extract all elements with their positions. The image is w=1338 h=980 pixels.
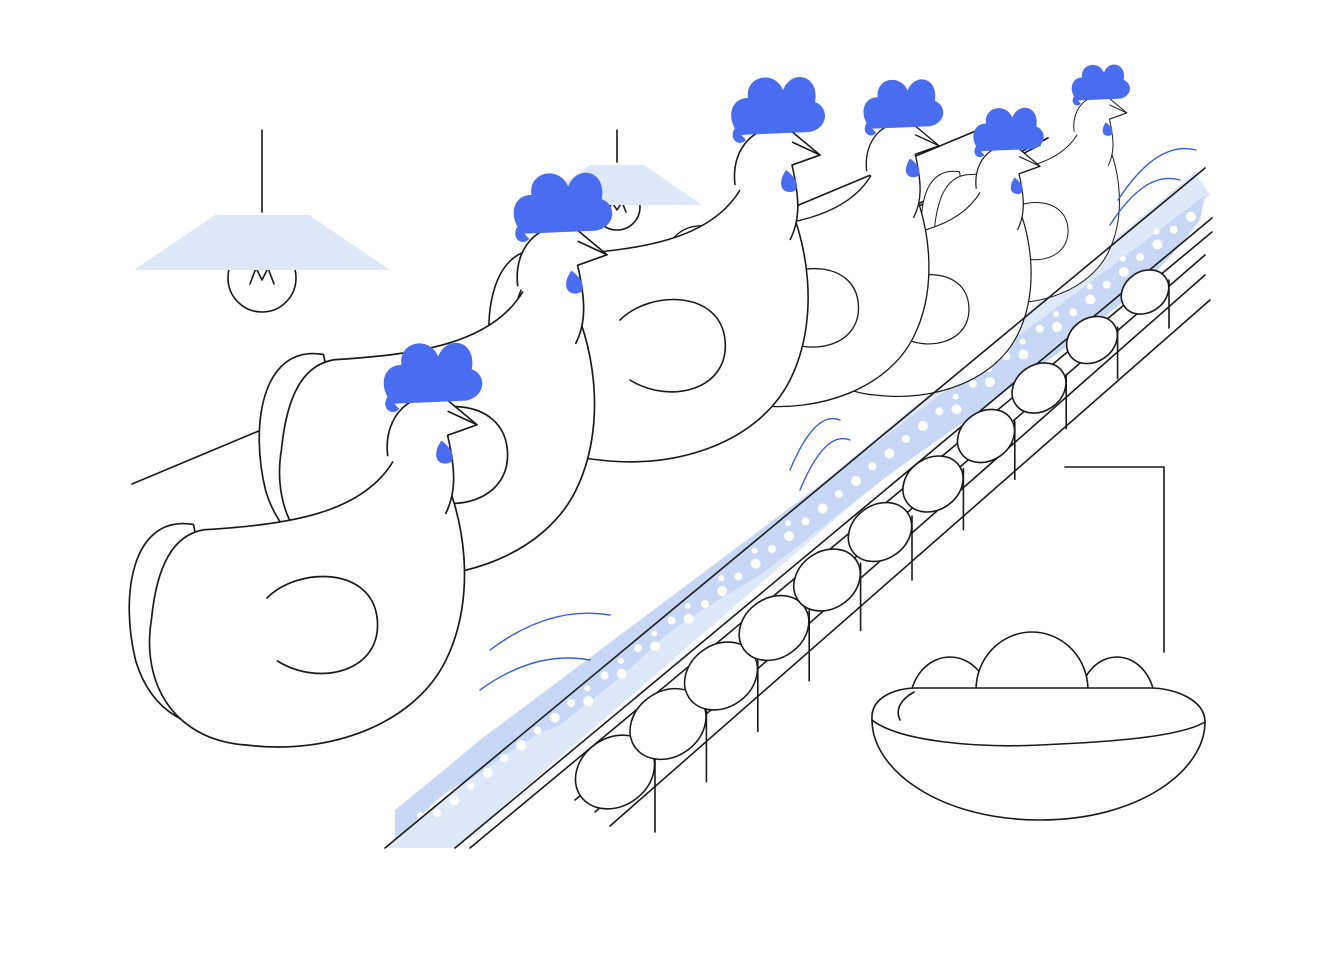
feed-pellet xyxy=(1053,311,1060,318)
feed-pellet xyxy=(834,489,843,498)
feed-pellet xyxy=(684,602,691,609)
feed-pellet xyxy=(667,616,676,625)
feed-pellet xyxy=(767,544,776,553)
egg-basket xyxy=(871,631,1206,821)
feed-pellet xyxy=(600,671,609,680)
feed-pellet xyxy=(433,809,442,818)
conveyor-egg xyxy=(1120,269,1170,315)
feed-pellet xyxy=(634,644,643,653)
feed-pellet xyxy=(1102,280,1111,289)
feed-pellet xyxy=(919,421,926,428)
feed-pellet xyxy=(616,668,627,679)
feed-pellet xyxy=(784,531,795,542)
feed-pellet xyxy=(901,434,910,443)
feed-pellet xyxy=(650,641,661,652)
feed-pellet xyxy=(1085,294,1096,305)
feed-pellet xyxy=(584,685,591,692)
feed-pellet xyxy=(968,379,977,388)
feed-pellet xyxy=(1153,228,1160,235)
feed-pellet xyxy=(1169,225,1178,234)
conveyor-egg xyxy=(1065,315,1119,365)
motion-mark xyxy=(489,612,611,651)
feed-pellet xyxy=(533,726,542,735)
feed-pellet xyxy=(984,376,995,387)
feed-pellet xyxy=(852,476,859,483)
feed-pellet xyxy=(550,712,557,719)
feed-pellet xyxy=(868,462,877,471)
feed-pellet xyxy=(1152,239,1163,250)
hen xyxy=(128,342,483,748)
feed-pellet xyxy=(1187,212,1193,218)
feed-pellet xyxy=(717,586,728,597)
feed-pellet xyxy=(750,558,761,569)
feed-pellet xyxy=(734,572,743,581)
feed-pellet xyxy=(818,503,825,510)
hens-group xyxy=(128,64,1197,748)
motion-mark xyxy=(799,438,851,491)
motion-mark xyxy=(1117,147,1197,201)
feed-pellet xyxy=(801,517,810,526)
motion-mark xyxy=(1109,177,1181,226)
feed-pellet xyxy=(751,547,758,554)
feed-pellet xyxy=(952,393,959,400)
pendant-lamp-icon xyxy=(134,129,390,313)
conveyor-egg xyxy=(792,548,862,612)
feed-pellet xyxy=(500,754,509,763)
motion-mark xyxy=(479,657,591,691)
feed-pellet xyxy=(567,699,576,708)
egg-conveyor xyxy=(384,167,1213,849)
feed-pellet xyxy=(1069,308,1078,317)
motion-mark xyxy=(789,418,841,471)
feed-pellet xyxy=(1086,283,1093,290)
feed-pellet xyxy=(517,740,524,747)
feed-pellet xyxy=(1051,321,1062,332)
feed-pellet xyxy=(683,613,694,624)
feed-pellet xyxy=(700,599,709,608)
feed-pellet xyxy=(1019,338,1026,345)
feed-pellet xyxy=(617,657,624,664)
feed-pellet xyxy=(885,448,892,455)
feed-pellet xyxy=(1136,253,1145,262)
conveyor-egg xyxy=(1011,362,1067,414)
feed-pellet xyxy=(1118,266,1129,277)
feed-pellet xyxy=(450,795,457,802)
conveyor-egg xyxy=(902,455,964,513)
feed-pellet xyxy=(583,696,594,707)
feed-pellet xyxy=(466,781,475,790)
feed-pellet xyxy=(1018,349,1029,360)
feed-pellet xyxy=(718,575,725,582)
conveyor-egg xyxy=(847,501,913,563)
feed-pellet xyxy=(935,407,944,416)
feed-pellet xyxy=(1035,324,1044,333)
feed-pellet xyxy=(951,404,962,415)
feed-pellet xyxy=(483,767,490,774)
feed-pellet xyxy=(651,630,658,637)
feed-pellet xyxy=(785,520,792,527)
feed-pellet xyxy=(1120,256,1127,263)
conveyor-egg xyxy=(956,408,1016,464)
callout-line xyxy=(1064,466,1165,653)
feed-pellet xyxy=(417,812,423,818)
